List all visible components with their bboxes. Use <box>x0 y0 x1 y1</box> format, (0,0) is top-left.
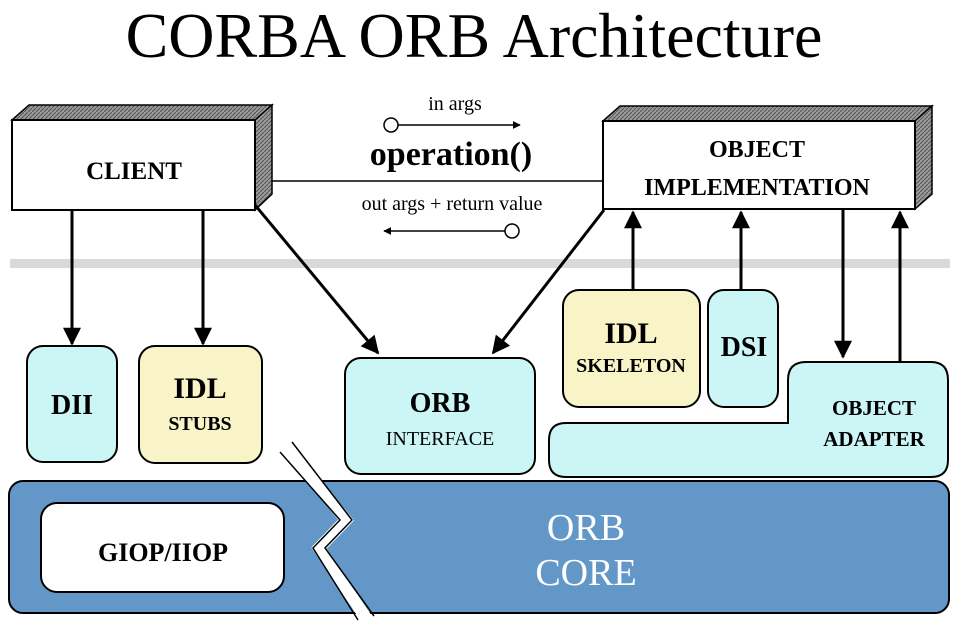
object-adapter-box <box>548 361 949 478</box>
break-line-edge-2 <box>291 441 375 617</box>
out-args-label: out args + return value <box>362 193 543 215</box>
operation-label: operation() <box>370 136 532 173</box>
idl-stubs-box <box>138 345 263 464</box>
giop-label: GIOP/IIOP <box>98 538 228 567</box>
client-box <box>11 119 256 211</box>
dii-box <box>26 345 118 463</box>
giop-box <box>40 502 285 593</box>
object-impl-box <box>602 120 916 210</box>
idl-skeleton-label-line2: SKELETON <box>576 355 686 377</box>
arrow-impl-to-orb-interface <box>491 209 606 355</box>
orb-core-label-line2: CORE <box>535 552 636 594</box>
object-impl-label-line1: OBJECT <box>709 137 805 163</box>
separator-band <box>10 259 950 268</box>
object-impl-box-side <box>914 104 933 211</box>
break-line-white <box>281 443 371 622</box>
dii-label: DII <box>51 390 93 421</box>
object-impl-label-line2: IMPLEMENTATION <box>644 175 870 201</box>
in-args-label: in args <box>428 93 482 115</box>
client-label: CLIENT <box>86 158 182 185</box>
client-box-top <box>10 104 274 121</box>
out-args-circle <box>504 223 520 239</box>
idl-stubs-label-line1: IDL <box>173 372 226 405</box>
object-adapter-label-line1: OBJECT <box>832 396 916 420</box>
idl-stubs-label-line2: STUBS <box>168 413 231 435</box>
object-impl-box-top <box>601 105 934 122</box>
arrow-client-to-orb-interface <box>253 204 380 355</box>
in-args-circle <box>383 117 399 133</box>
dsi-box <box>707 289 779 408</box>
orb-interface-label-line1: ORB <box>410 388 471 419</box>
dsi-label: DSI <box>721 332 768 363</box>
client-box-side <box>254 103 273 212</box>
idl-skeleton-label-line1: IDL <box>604 317 657 350</box>
orb-interface-label-line2: INTERFACE <box>386 428 495 450</box>
orb-core-label-line1: ORB <box>547 507 625 549</box>
page-title: CORBA ORB Architecture <box>126 0 823 71</box>
orb-interface-box <box>344 357 536 475</box>
object-adapter-label-line2: ADAPTER <box>823 427 925 451</box>
break-line-edge-1 <box>279 451 359 621</box>
